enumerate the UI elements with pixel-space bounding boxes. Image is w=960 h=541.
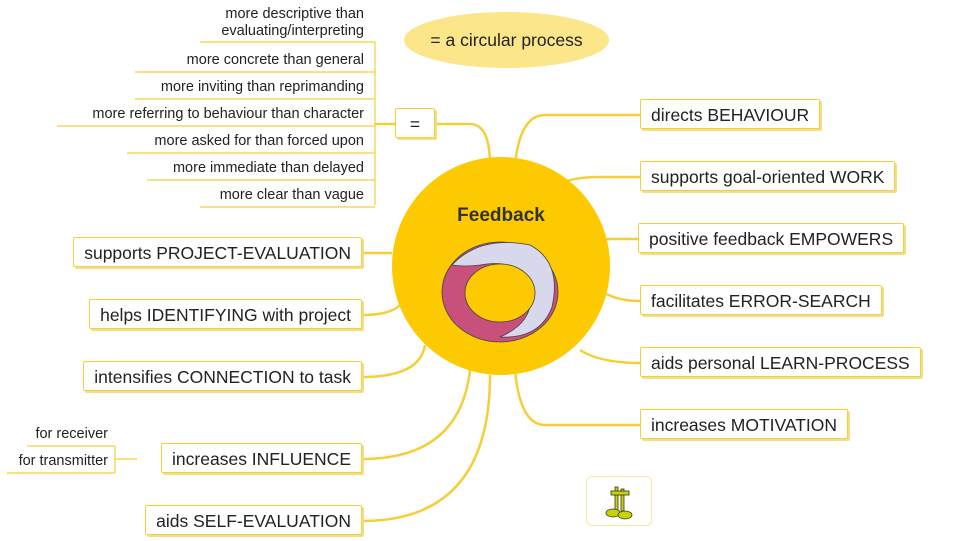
node-identifying[interactable]: helps IDENTIFYING with project (89, 299, 362, 329)
influence-receiver: for receiver (35, 426, 108, 442)
plant-logo-icon (605, 486, 633, 520)
node-connection[interactable]: intensifies CONNECTION to task (83, 361, 362, 391)
logo (586, 476, 652, 526)
circular-process-note: = a circular process (404, 12, 609, 68)
node-supports-work[interactable]: supports goal-oriented WORK (640, 161, 896, 191)
equals-item-line2: evaluating/interpreting (221, 23, 364, 39)
node-motivation[interactable]: increases MOTIVATION (640, 409, 849, 439)
equals-item: more immediate than delayed (172, 160, 364, 176)
central-topic-feedback[interactable]: Feedback (392, 157, 610, 375)
node-empowers[interactable]: positive feedback EMPOWERS (638, 223, 905, 253)
equals-item-line1: more descriptive than (225, 6, 364, 22)
node-learn-process[interactable]: aids personal LEARN-PROCESS (640, 347, 921, 377)
equals-item: more clear than vague (219, 187, 364, 203)
equals-item: more referring to behaviour than charact… (92, 106, 364, 122)
node-directs-behaviour[interactable]: directs BEHAVIOUR (640, 99, 821, 129)
equals-item: more concrete than general (186, 52, 364, 68)
equals-item: more asked for than forced upon (154, 133, 364, 149)
node-error-search[interactable]: facilitates ERROR-SEARCH (640, 285, 882, 315)
node-project-evaluation[interactable]: supports PROJECT-EVALUATION (73, 237, 362, 267)
equals-node[interactable]: = (395, 108, 435, 138)
circular-ring-icon (441, 241, 559, 343)
central-topic-title: Feedback (457, 205, 545, 226)
equals-item: more inviting than reprimanding (160, 79, 364, 95)
influence-transmitter: for transmitter (18, 453, 108, 469)
node-self-evaluation[interactable]: aids SELF-EVALUATION (145, 505, 362, 535)
node-influence[interactable]: increases INFLUENCE (161, 443, 362, 473)
